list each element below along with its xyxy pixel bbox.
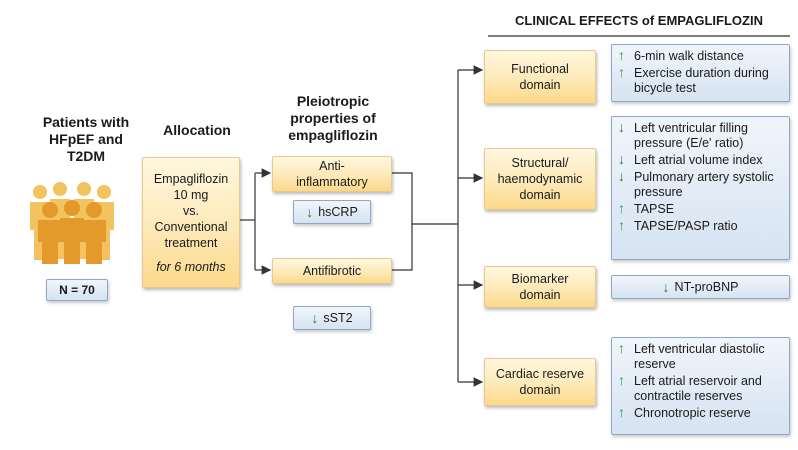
up-arrow-icon: ↑ [618, 64, 625, 80]
up-arrow-icon: ↑ [618, 404, 625, 420]
effect-text: TAPSE [634, 202, 675, 216]
domain-functional-box: Functional domain [484, 50, 596, 104]
up-arrow-icon: ↑ [618, 200, 625, 216]
effect-text: Exercise duration during bicycle test [634, 66, 769, 95]
allocation-title: Allocation [163, 122, 231, 138]
hscrp-label: hsCRP [318, 205, 358, 219]
effect-item: ↓ Left ventricular filling pressure (E/e'… [618, 119, 785, 151]
domain-biomarker-box: Biomarker domain [484, 266, 596, 308]
down-arrow-icon: ↓ [311, 310, 319, 326]
hscrp-box: ↓ hsCRP [293, 200, 371, 224]
effect-item: ↑ Left ventricular diastolic reserve [618, 340, 785, 372]
sst2-box: ↓ sST2 [293, 306, 371, 330]
antifibrotic-label: Antifibrotic [302, 264, 362, 278]
functional-effects-box: ↑ 6-min walk distance ↑ Exercise duration … [611, 44, 790, 102]
patients-title: Patients with HFpEF and T2DM [42, 114, 130, 164]
effect-text: Left atrial reservoir and contractile re… [634, 374, 762, 403]
antifibrotic-box: Antifibrotic [272, 258, 392, 284]
allocation-line-3: vs. [183, 203, 199, 218]
anti-inflammatory-box: Anti-inflammatory [272, 156, 392, 192]
structural-effects-box: ↓ Left ventricular filling pressure (E/e'… [611, 116, 790, 260]
properties-title: Pleiotropic properties of empagliflozin [288, 93, 378, 143]
domain-functional-label: Functional domain [511, 62, 569, 92]
effect-item: ↑ TAPSE [618, 200, 785, 217]
up-arrow-icon: ↑ [618, 340, 625, 356]
patient-count-label: N = 70 [59, 283, 95, 297]
effect-item: ↑ Left atrial reservoir and contractile r… [618, 372, 785, 404]
people-group-icon [24, 178, 120, 264]
cardiac-reserve-effects-box: ↑ Left ventricular diastolic reserve ↑ Lef… [611, 337, 790, 435]
effect-item: ↓ Pulmonary artery systolic pressure [618, 168, 785, 200]
domain-structural-box: Structural/ haemodynamic domain [484, 148, 596, 210]
allocation-line-5: treatment [164, 235, 218, 250]
effect-text: Left atrial volume index [634, 153, 763, 167]
effect-text: 6-min walk distance [634, 49, 744, 63]
up-arrow-icon: ↑ [618, 372, 625, 388]
down-arrow-icon: ↓ [618, 168, 625, 184]
down-arrow-icon: ↓ [618, 151, 625, 167]
domain-biomarker-label: Biomarker domain [511, 272, 569, 302]
sst2-label: sST2 [323, 311, 353, 325]
up-arrow-icon: ↑ [618, 47, 625, 63]
domain-structural-label: Structural/ haemodynamic domain [497, 156, 583, 202]
effect-text: Pulmonary artery systolic pressure [634, 170, 774, 199]
effect-item: ↑ TAPSE/PASP ratio [618, 217, 785, 234]
domain-cardiac-reserve-label: Cardiac reserve domain [495, 367, 585, 397]
effect-text: NT-proBNP [674, 280, 739, 294]
down-arrow-icon: ↓ [618, 119, 625, 135]
anti-inflammatory-label: Anti-inflammatory [296, 159, 368, 189]
biomarker-effects-box: ↓ NT-proBNP [611, 275, 790, 299]
down-arrow-icon: ↓ [306, 204, 314, 220]
effect-text: Chronotropic reserve [634, 406, 751, 420]
effect-text: Left ventricular filling pressure (E/e' … [634, 121, 748, 150]
allocation-duration: for 6 months [156, 259, 226, 274]
allocation-box: Empagliflozin 10 mg vs. Conventional tre… [142, 157, 240, 288]
allocation-line-4: Conventional [154, 219, 228, 234]
effects-title: CLINICAL EFFECTS of EMPAGLIFLOZIN [515, 13, 763, 28]
domain-cardiac-reserve-box: Cardiac reserve domain [484, 358, 596, 406]
effect-text: Left ventricular diastolic reserve [634, 342, 765, 371]
effect-item: ↑ Exercise duration during bicycle test [618, 64, 785, 96]
allocation-line-2: 10 mg [173, 187, 209, 202]
effect-text: TAPSE/PASP ratio [634, 219, 738, 233]
effect-item: ↑ Chronotropic reserve [618, 404, 785, 421]
allocation-line-1: Empagliflozin [153, 171, 229, 186]
down-arrow-icon: ↓ [662, 279, 670, 295]
patient-count-badge: N = 70 [46, 279, 108, 301]
up-arrow-icon: ↑ [618, 217, 625, 233]
effect-item: ↓ Left atrial volume index [618, 151, 785, 168]
effect-item: ↑ 6-min walk distance [618, 47, 785, 64]
